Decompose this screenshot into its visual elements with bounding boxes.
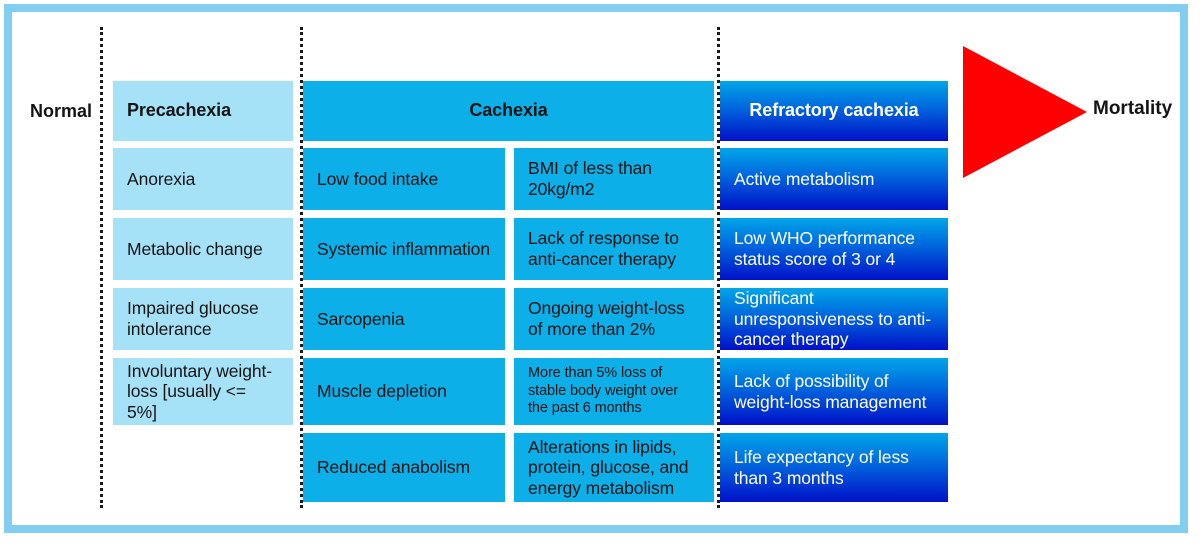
refractory-item-4: Lack of possibility of weight-loss manag… xyxy=(720,358,948,425)
cachexia-left-item-4: Muscle depletion xyxy=(303,358,505,425)
cachexia-right-item-1: BMI of less than 20kg/m2 xyxy=(514,148,714,210)
cachexia-left-item-2: Systemic inflammation xyxy=(303,218,505,280)
cachexia-right-item-5: Alterations in lipids, protein, glucose,… xyxy=(514,433,714,502)
cachexia-right-item-4: More than 5% loss of stable body weight … xyxy=(514,358,714,425)
stage-label-normal: Normal xyxy=(29,100,92,121)
divider-precachexia-cachexia xyxy=(300,27,303,508)
divider-normal-precachexia xyxy=(100,27,103,508)
cachexia-left-item-3: Sarcopenia xyxy=(303,288,505,350)
refractory-item-5: Life expectancy of less than 3 months xyxy=(720,433,948,502)
mortality-arrow-icon xyxy=(963,46,1087,178)
stage-label-mortality: Mortality xyxy=(1093,98,1173,119)
cachexia-right-item-2: Lack of response to anti-cancer therapy xyxy=(514,218,714,280)
precachexia-item-3: Impaired glucose intolerance xyxy=(113,288,293,350)
refractory-item-1: Active metabolism xyxy=(720,148,948,210)
refractory-item-3: Significant unresponsiveness to anti-can… xyxy=(720,288,948,350)
cachexia-right-item-3: Ongoing weight-loss of more than 2% xyxy=(514,288,714,350)
stage-header-refractory-cachexia: Refractory cachexia xyxy=(720,81,948,141)
cachexia-left-item-1: Low food intake xyxy=(303,148,505,210)
precachexia-item-1: Anorexia xyxy=(113,148,293,210)
refractory-item-2: Low WHO performance status score of 3 or… xyxy=(720,218,948,280)
cachexia-left-item-5: Reduced anabolism xyxy=(303,433,505,502)
precachexia-item-2: Metabolic change xyxy=(113,218,293,280)
stage-header-cachexia: Cachexia xyxy=(303,81,714,141)
precachexia-item-4: Involuntary weight-loss [usually <= 5%] xyxy=(113,358,293,425)
stage-header-precachexia: Precachexia xyxy=(113,81,293,141)
divider-cachexia-refractory xyxy=(717,27,720,508)
